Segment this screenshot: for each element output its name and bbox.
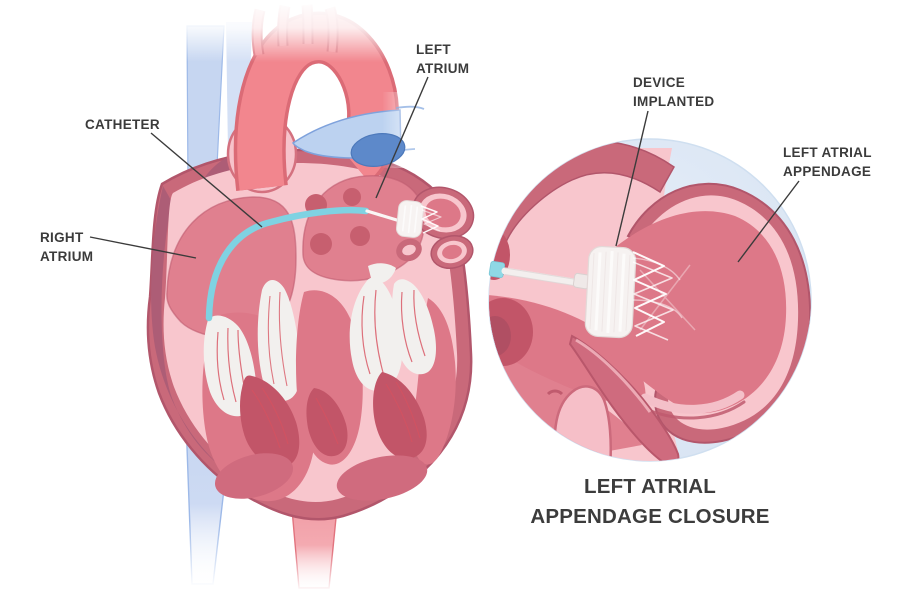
inset-magnified-view [488,138,812,462]
label-device-implanted: DEVICE IMPLANTED [633,75,714,109]
svg-text:APPENDAGE: APPENDAGE [783,164,871,179]
svg-text:ATRIUM: ATRIUM [416,61,469,76]
illustration-title: LEFT ATRIAL APPENDAGE CLOSURE [530,475,769,528]
top-fade [140,0,500,62]
left-ventricle [296,263,456,501]
svg-text:APPENDAGE CLOSURE: APPENDAGE CLOSURE [530,505,769,528]
left-atrial-appendage-pouch [396,186,475,269]
device-delivery-shaft [365,209,402,223]
inset-ridge-fold [568,334,680,461]
svg-text:IMPLANTED: IMPLANTED [633,94,714,109]
heart-wall-shadow-left [151,186,236,476]
lv-trabeculae [336,455,428,501]
label-right-atrium: RIGHT ATRIUM [40,230,93,264]
leader-line-left-atrium [375,76,429,199]
pulmonary-artery-ostium [350,133,406,167]
laa-closure-device [395,200,442,238]
pulmonary-artery [291,92,431,168]
inset-device-mesh [632,251,696,341]
leader-line-catheter [150,132,263,228]
right-ventricle [202,279,316,502]
svg-text:LEFT ATRIAL: LEFT ATRIAL [584,475,716,498]
leader-line-left-atrial-appendage [737,180,800,263]
label-catheter: CATHETER [85,117,160,132]
catheter-line [205,206,370,322]
svg-text:RIGHT: RIGHT [40,230,84,245]
svg-text:LEFT: LEFT [416,42,451,57]
svg-text:ATRIUM: ATRIUM [40,249,93,264]
label-left-atrial-appendage: LEFT ATRIAL APPENDAGE [783,145,872,179]
left-atrium-chamber [302,175,426,282]
inset-device-assembly [488,245,696,341]
svg-text:DEVICE: DEVICE [633,75,685,90]
lv-chordae-2 [392,279,436,375]
label-left-atrium: LEFT ATRIUM [416,42,469,76]
lv-papillary-muscle [373,372,427,459]
leader-line-device-implanted [615,110,649,247]
svg-text:LEFT ATRIAL: LEFT ATRIAL [783,145,872,160]
inset-device [584,245,696,341]
laa-mouth-fold [396,238,422,262]
inset-catheter-shaft [501,267,584,287]
annotation-labels: CATHETER RIGHT ATRIUM LEFT ATRIUM DEVICE… [40,42,872,264]
rv-trabeculae [214,453,294,499]
leader-line-right-atrium [89,236,197,259]
leader-lines [89,76,800,263]
septal-papillary [306,388,348,457]
